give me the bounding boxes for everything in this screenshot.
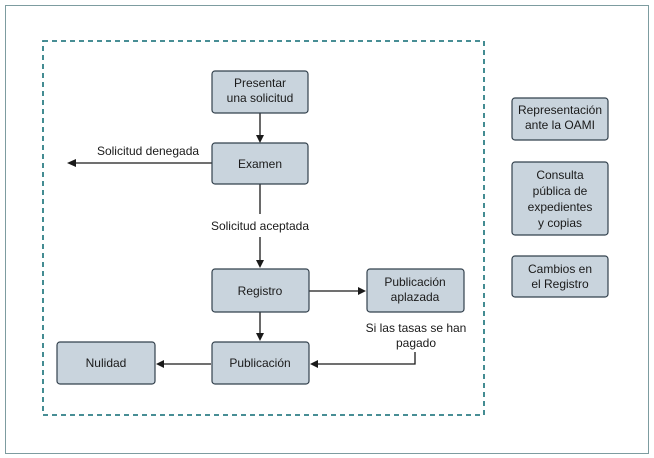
node-registro-label: Registro [238, 284, 283, 298]
arrowhead-nulidad [156, 360, 164, 368]
arrowhead-registro [256, 260, 264, 268]
arrowhead-publicacion-right [310, 360, 318, 368]
text-line: el Registro [531, 277, 589, 291]
text-line: Consulta [536, 168, 584, 182]
text-line: ante la OAMI [525, 118, 595, 132]
arrowhead-examen [256, 135, 264, 143]
edge-aplazada-publicacion [318, 352, 416, 365]
text-line: una solicitud [227, 91, 294, 105]
text-line: pagado [396, 336, 436, 350]
text-line: Publicación [384, 275, 445, 289]
node-examen-label: Examen [238, 157, 282, 171]
text-line: pública de [533, 184, 588, 198]
label-solicitud-aceptada: Solicitud aceptada [211, 219, 309, 233]
node-publicacion: Publicación [211, 341, 310, 385]
node-nulidad: Nulidad [56, 341, 156, 385]
node-nulidad-label: Nulidad [86, 356, 127, 370]
outer-frame [5, 5, 649, 454]
process-boundary [42, 40, 485, 416]
text-line: y copias [538, 216, 582, 230]
label-solicitud-denegada: Solicitud denegada [97, 144, 199, 158]
text-line: aplazada [391, 290, 440, 304]
text-line: Representación [518, 103, 602, 117]
arrowhead-denegada [67, 159, 76, 167]
node-examen: Examen [211, 142, 309, 185]
edges [67, 113, 416, 368]
arrowhead-publicacion [256, 333, 264, 341]
text-line: Si las tasas se han [366, 321, 467, 335]
node-consulta-label: Consulta pública de expedientes y copias [528, 168, 593, 230]
text-line: Cambios en [528, 262, 592, 276]
node-consulta-publica: Consulta pública de expedientes y copias [511, 161, 609, 236]
arrowhead-aplazada [358, 287, 366, 295]
text-line: Presentar [234, 76, 286, 90]
node-publicacion-label: Publicación [229, 356, 290, 370]
text-line: expedientes [528, 200, 593, 214]
node-registro: Registro [211, 268, 310, 313]
